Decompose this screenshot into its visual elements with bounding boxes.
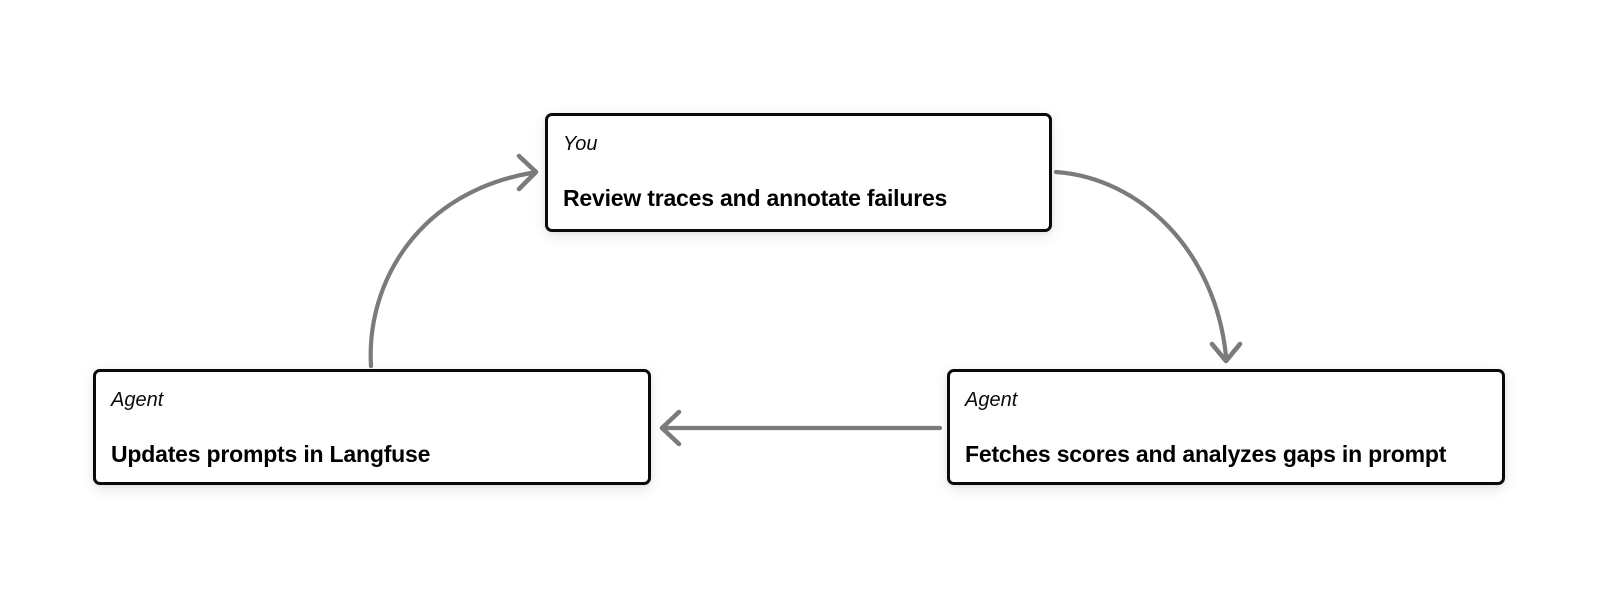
arrow-agent-fetch-to-agent-update-head (659, 409, 682, 447)
node-role-label: Agent (111, 389, 164, 411)
arrow-agent-update-to-you-head (516, 153, 539, 192)
arrow-you-to-agent-fetch-curve (1053, 169, 1229, 359)
arrow-you-to-agent-fetch-head (1209, 341, 1243, 364)
node-title-text: Updates prompts in Langfuse (111, 441, 431, 467)
node-role-label: Agent (965, 389, 1018, 411)
node-role-label: You (563, 133, 598, 155)
node-agent-fetch: Agent Fetches scores and analyzes gaps i… (947, 369, 1505, 485)
node-agent-update: Agent Updates prompts in Langfuse (93, 369, 651, 485)
node-title-text: Review traces and annotate failures (563, 185, 948, 211)
arrow-agent-update-to-you-curve (368, 170, 534, 369)
node-title-text: Fetches scores and analyzes gaps in prom… (965, 441, 1447, 467)
node-you-review: You Review traces and annotate failures (545, 113, 1052, 232)
